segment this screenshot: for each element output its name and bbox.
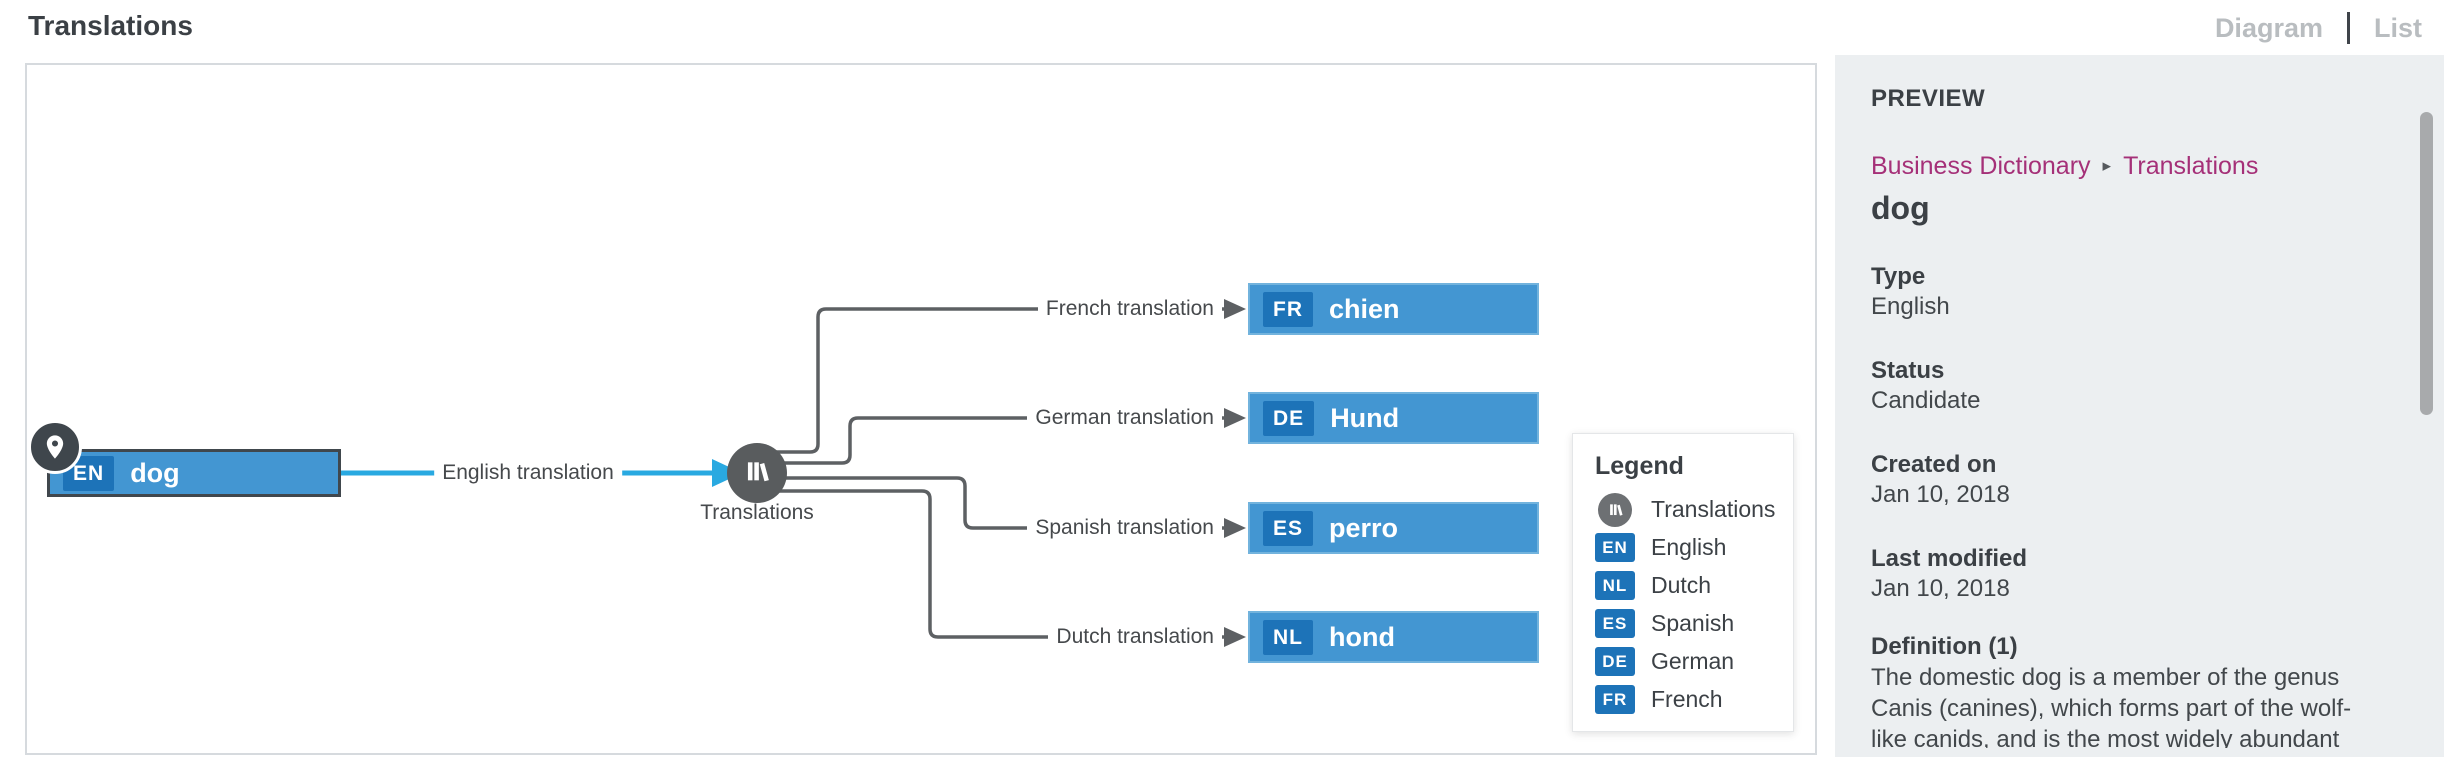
asset-title: dog (1871, 190, 1930, 226)
language-badge-es: ES (1595, 609, 1635, 638)
breadcrumb-business-dictionary[interactable]: Business Dictionary (1871, 152, 2091, 180)
field-label-created-on: Created on (1871, 451, 1997, 478)
legend-title: Legend (1595, 452, 1684, 480)
legend-item-french: FR French (1595, 685, 1793, 714)
edge-label-spanish-translation: Spanish translation (1027, 513, 1222, 543)
definition-line: like canids, and is the most widely abun… (1871, 726, 2340, 748)
term-node-perro[interactable]: ES perro (1248, 502, 1539, 554)
preview-heading: PREVIEW (1871, 85, 1986, 112)
translations-hub-node[interactable] (727, 443, 787, 503)
hub-label: Translations (700, 501, 814, 524)
legend-label: Spanish (1651, 610, 1735, 636)
term-node-hund[interactable]: DE Hund (1248, 392, 1539, 444)
panel-scrollbar-thumb[interactable] (2420, 112, 2433, 415)
edge-label-french-translation: French translation (1037, 294, 1222, 324)
language-badge-de: DE (1595, 647, 1635, 676)
legend-label: French (1651, 686, 1723, 712)
breadcrumb: Business Dictionary ▸ Translations (1871, 152, 2388, 180)
field-value-type: English (1871, 293, 1950, 320)
field-label-definition: Definition (1) (1871, 633, 2018, 660)
term-node-dog[interactable]: EN dog (47, 449, 341, 497)
toggle-divider (2346, 12, 2350, 44)
field-value-status: Candidate (1871, 387, 1981, 414)
books-icon (741, 455, 773, 492)
term-name: dog (130, 457, 180, 488)
language-badge-en: EN (1595, 533, 1635, 562)
language-badge-fr: FR (1263, 291, 1313, 327)
term-name: chien (1329, 293, 1400, 324)
legend-label: Dutch (1651, 572, 1712, 598)
books-icon (1598, 492, 1632, 527)
legend-label: Translations (1651, 496, 1776, 522)
definition-line: The domestic dog is a member of the genu… (1871, 664, 2340, 691)
legend-item-dutch: NL Dutch (1595, 571, 1793, 600)
edge-label-dutch-translation: Dutch translation (1048, 622, 1222, 652)
term-name: hond (1329, 621, 1395, 652)
location-pin-icon (28, 420, 82, 474)
language-badge-es: ES (1263, 510, 1314, 546)
legend-item-translations: Translations (1595, 492, 1793, 527)
view-toggle: Diagram List (2215, 12, 2422, 44)
legend-label: English (1651, 534, 1727, 560)
legend-item-german: DE German (1595, 647, 1793, 676)
page-title: Translations (28, 10, 193, 41)
breadcrumb-translations[interactable]: Translations (2123, 152, 2259, 180)
chevron-right-icon: ▸ (2102, 156, 2112, 175)
field-value-last-modified: Jan 10, 2018 (1871, 575, 2010, 602)
edge-label-english-translation: English translation (434, 458, 622, 488)
language-badge-de: DE (1263, 400, 1315, 436)
language-badge-nl: NL (1263, 619, 1313, 655)
language-badge-nl: NL (1595, 571, 1635, 600)
term-node-chien[interactable]: FR chien (1248, 283, 1539, 335)
preview-panel: PREVIEW Business Dictionary ▸ Translatio… (1835, 55, 2444, 757)
legend-item-spanish: ES Spanish (1595, 609, 1793, 638)
language-badge-fr: FR (1595, 685, 1635, 714)
diagram-canvas[interactable] (25, 63, 1817, 755)
legend-label: German (1651, 648, 1735, 674)
field-label-status: Status (1871, 357, 1945, 384)
tab-list[interactable]: List (2373, 12, 2422, 43)
definition-text: The domestic dog is a member of the genu… (1871, 662, 2388, 748)
field-label-last-modified: Last modified (1871, 545, 2028, 572)
field-value-created-on: Jan 10, 2018 (1871, 481, 2010, 508)
term-name: perro (1329, 512, 1399, 543)
tab-diagram[interactable]: Diagram (2214, 12, 2323, 43)
definition-line: Canis (canines), which forms part of the… (1871, 695, 2352, 722)
legend-item-english: EN English (1595, 533, 1793, 562)
term-name: Hund (1330, 402, 1400, 433)
edge-label-german-translation: German translation (1027, 403, 1222, 433)
term-node-hond[interactable]: NL hond (1248, 611, 1539, 663)
legend-panel: Legend Translations EN English NL Dutch … (1572, 433, 1794, 732)
field-label-type: Type (1871, 263, 1926, 290)
